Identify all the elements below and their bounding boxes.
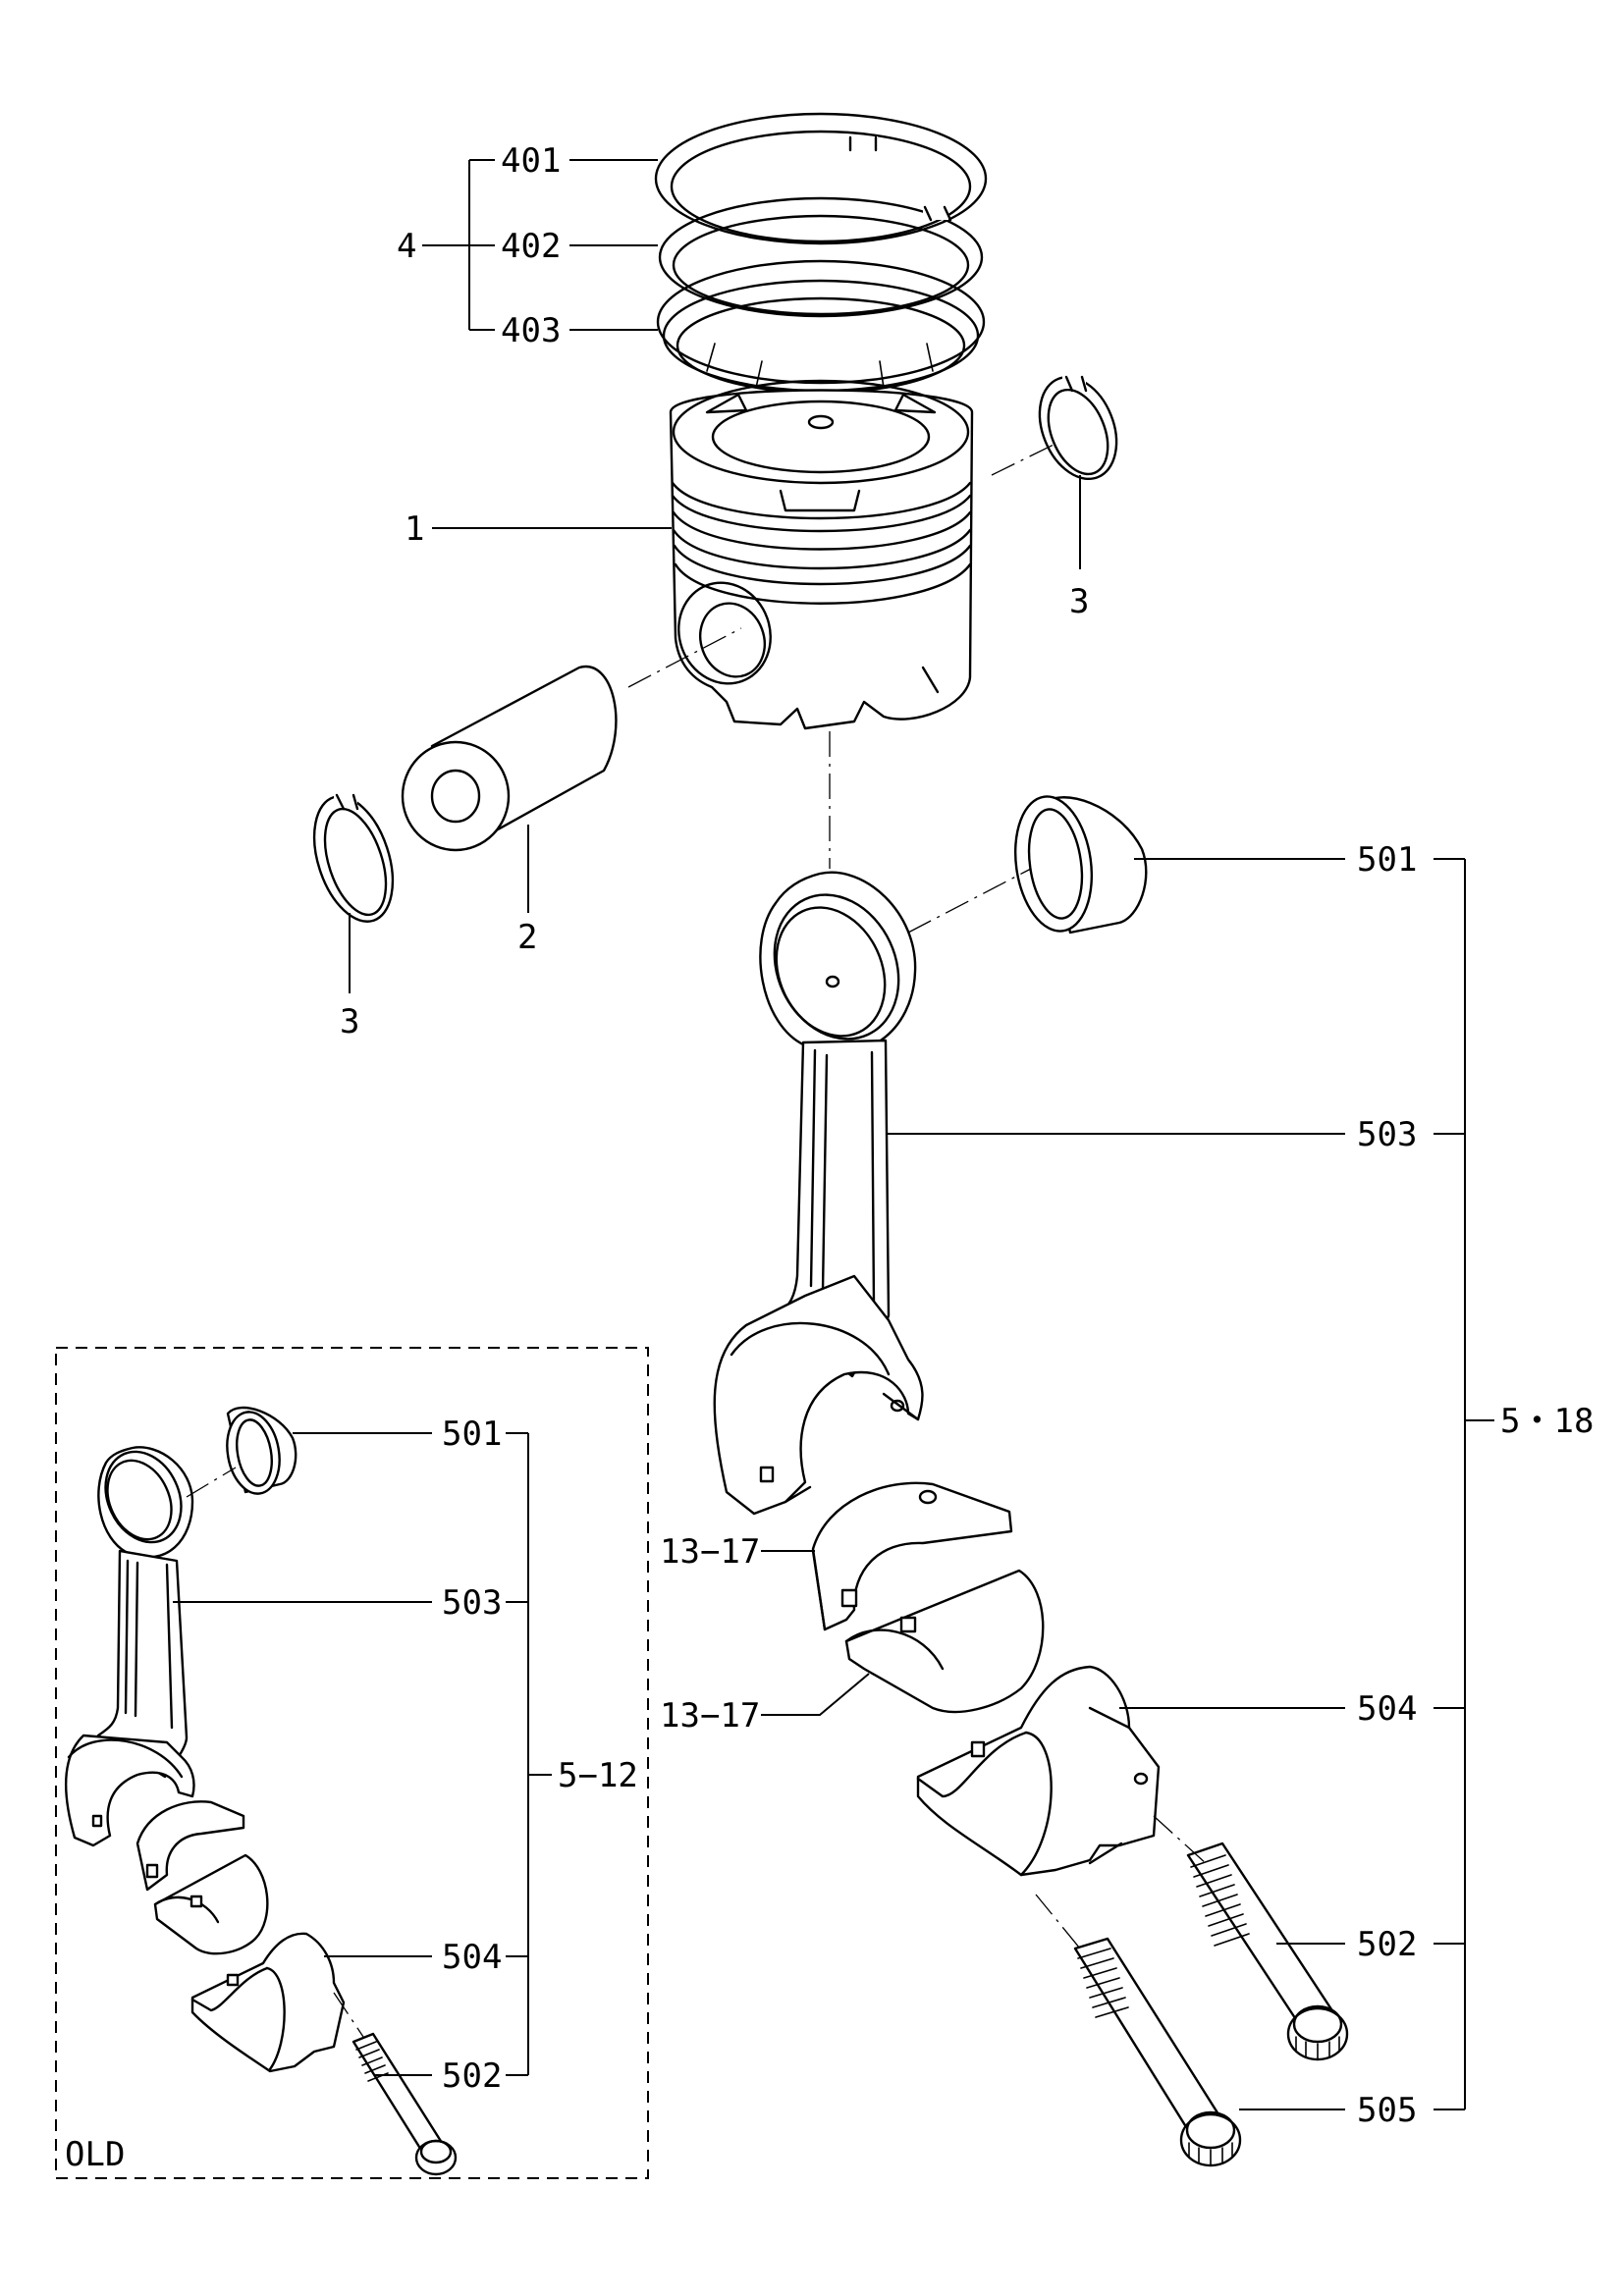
callout-13-17-upper: 13−17	[660, 1532, 760, 1572]
bolt-icon	[1073, 1937, 1242, 2167]
piston-icon	[669, 379, 974, 730]
bearing-shell-icon	[811, 1481, 1013, 1631]
callout-1: 1	[405, 509, 424, 549]
callout-3-left: 3	[340, 1002, 359, 1041]
callout-401: 401	[501, 141, 561, 181]
bolt-icon	[1186, 1842, 1349, 2061]
callout-502: 502	[1357, 1925, 1417, 1964]
callout-402: 402	[501, 227, 561, 266]
callout-3-right: 3	[1069, 582, 1089, 621]
centerlines	[627, 443, 1209, 1949]
callout-403: 403	[501, 311, 561, 350]
callout-504: 504	[1357, 1689, 1417, 1729]
piston-pin-icon	[401, 665, 618, 852]
snap-ring-icon	[1038, 375, 1118, 481]
old-callout-503: 503	[442, 1583, 502, 1623]
callout-labels: 401 402 403 4 1 3 2 3 501 503 5・18 13−17…	[65, 141, 1594, 2174]
callout-501: 501	[1357, 840, 1417, 880]
bearing-shell-icon	[844, 1569, 1045, 1714]
snap-ring-icon	[312, 793, 395, 923]
callout-2: 2	[517, 918, 537, 957]
piston-ring-icon	[654, 112, 988, 395]
callout-5-18: 5・18	[1500, 1402, 1594, 1441]
leader-lines	[349, 159, 1494, 2110]
old-callout-502: 502	[442, 2056, 502, 2096]
rod-cap-icon	[916, 1665, 1161, 1877]
old-bearing-shell-icon	[135, 1800, 269, 1955]
old-callout-501: 501	[442, 1415, 502, 1454]
callout-503: 503	[1357, 1115, 1417, 1154]
old-box-label: OLD	[65, 2135, 125, 2174]
old-bolt-icon	[352, 2032, 458, 2176]
connecting-rod-icon	[713, 871, 924, 1516]
old-leader-lines	[173, 1432, 552, 2076]
bushing-icon	[1013, 795, 1148, 934]
old-rod-cap-icon	[190, 1932, 346, 2073]
callout-4: 4	[397, 227, 416, 266]
old-callout-504: 504	[442, 1938, 502, 1977]
old-connecting-rod-icon	[65, 1446, 195, 1847]
old-callout-5-12: 5−12	[558, 1756, 638, 1795]
old-bushing-icon	[226, 1406, 298, 1495]
callout-505: 505	[1357, 2091, 1417, 2130]
callout-13-17-lower: 13−17	[660, 1696, 760, 1735]
old-variant-box	[55, 1347, 649, 2179]
